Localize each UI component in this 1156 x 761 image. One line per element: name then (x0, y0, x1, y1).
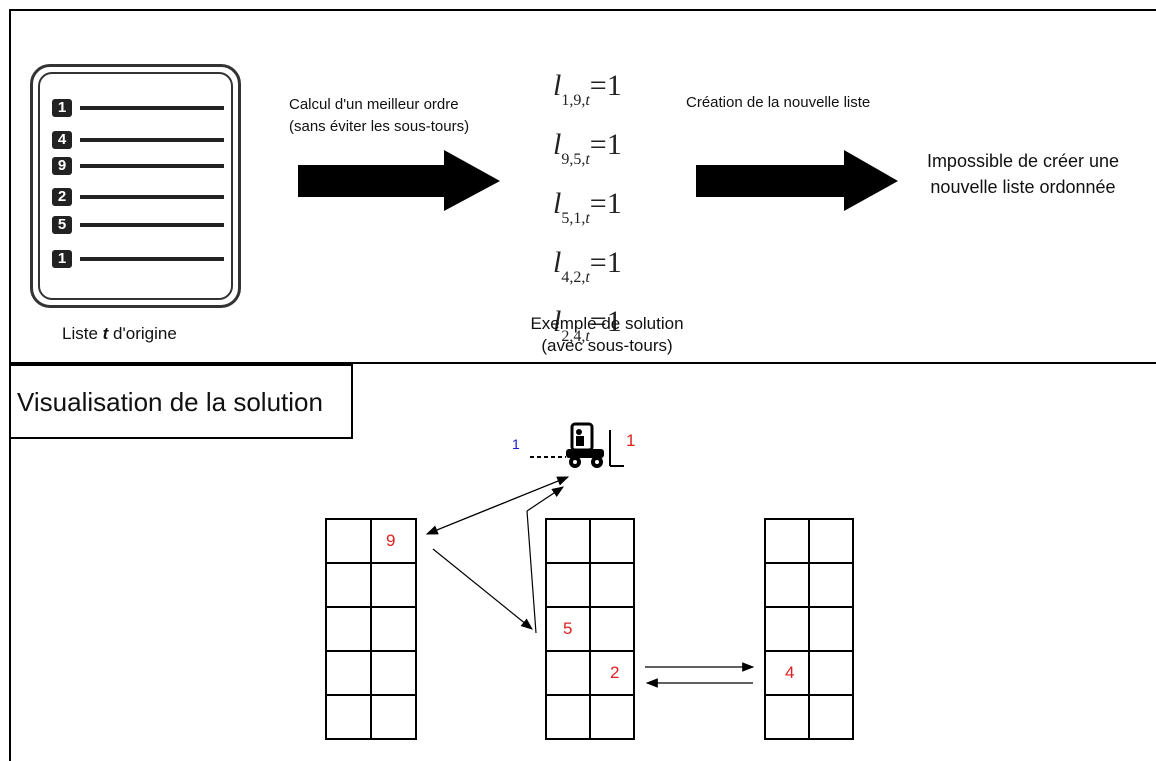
rack2-label-b: 2 (610, 663, 620, 682)
list-line-2 (80, 138, 224, 142)
route-arrows (425, 476, 755, 688)
list-line-1 (80, 106, 224, 110)
step1-label: Calcul d'un meilleur ordre (sans éviter … (289, 94, 469, 138)
equation-3: l5,1,t=1 (553, 187, 622, 227)
rack-3 (764, 518, 854, 740)
rack1-label: 9 (386, 531, 396, 550)
list-line-6 (80, 257, 224, 261)
forklift-icon (530, 422, 624, 468)
list-badge-5: 5 (52, 216, 72, 234)
equation-5: l2,4,t=1 (553, 305, 622, 345)
equation-4: l4,2,t=1 (553, 246, 622, 286)
solution-caption-line1: Exemple de solution (530, 314, 684, 333)
top-panel-frame (9, 9, 1156, 364)
bottom-panel-left-border (9, 363, 11, 761)
forklift-right-label: 1 (626, 431, 636, 450)
step1-arrow (298, 150, 500, 211)
solution-caption-line2: (avec sous-tours) (541, 336, 673, 355)
result-line1: Impossible de créer une (926, 151, 1120, 171)
list-badge-6: 1 (52, 250, 72, 268)
step1-label-line1: Calcul d'un meilleur ordre (289, 96, 459, 113)
step2-arrow (696, 150, 898, 211)
rack-2 (545, 518, 635, 740)
list-badge-1: 1 (52, 99, 72, 117)
rack2-label-a: 5 (563, 619, 573, 638)
solution-caption: Exemple de solution (avec sous-tours) (492, 313, 722, 357)
list-badge-4: 2 (52, 188, 72, 206)
step1-label-line2: (sans éviter les sous-tours) (289, 118, 470, 135)
list-badge-3: 9 (52, 157, 72, 175)
list-line-5 (80, 223, 224, 227)
origin-list-caption: Liste t d'origine (62, 324, 177, 343)
origin-list-card-inner (38, 72, 233, 300)
list-line-3 (80, 164, 224, 168)
result-text: Impossible de créer une nouvelle liste o… (897, 148, 1149, 200)
rack-1 (325, 518, 417, 740)
step2-label: Création de la nouvelle liste (686, 94, 871, 111)
equation-2: l9,5,t=1 (553, 128, 622, 168)
result-line2: nouvelle liste ordonnée (930, 177, 1116, 197)
list-line-4 (80, 195, 224, 199)
list-badge-2: 4 (52, 131, 72, 149)
solution-equations: l1,9,t=1 l9,5,t=1 l5,1,t=1 l4,2,t=1 l2,4… (553, 64, 622, 359)
equation-1: l1,9,t=1 (553, 69, 622, 109)
visualisation-title: Visualisation de la solution (9, 364, 353, 439)
forklift-left-label: 1 (512, 436, 520, 452)
rack3-label: 4 (785, 663, 795, 682)
